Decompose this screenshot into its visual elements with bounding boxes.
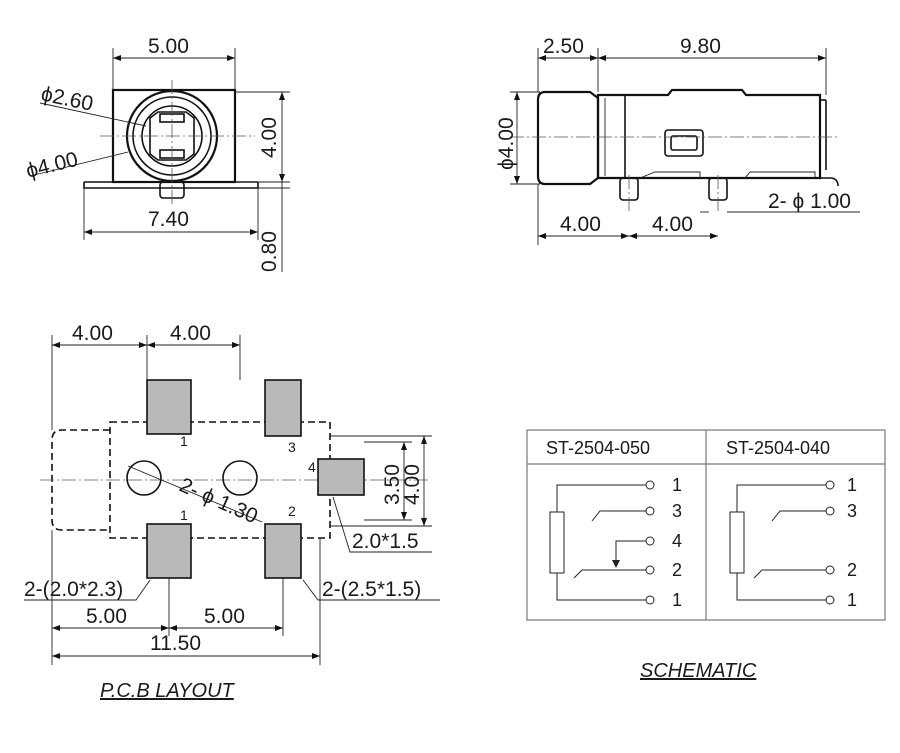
side-dim-dia: ϕ4.00 [495,117,518,170]
pcb-pad-top-1 [146,379,192,435]
pcb-hole-1 [126,460,162,496]
front-flange [83,182,259,189]
side-view: 2.50 9.80 ϕ4.00 4.00 4.00 2- ϕ 1.00 [495,35,860,245]
schematic-040-pin: 2 [847,560,857,580]
pcb-pin-label: 3 [288,439,296,455]
pcb-dim-overall: 11.50 [150,632,201,655]
pcb-pin-label: 2 [288,503,296,519]
pcb-pad-top-3 [264,379,302,437]
pcb-dim-holes: 2- ϕ 1.30 [176,474,261,529]
side-window [664,129,704,157]
pcb-pad-4 [317,458,365,496]
schematic-model-040: ST-2504-040 [726,438,830,458]
schematic-050-pin: 3 [672,501,682,521]
pcb-pin-label: 1 [180,507,188,523]
schematic-caption: SCHEMATIC [640,660,757,682]
schematic: ST-2504-050 ST-2504-040 1 3 4 2 1 [526,429,886,682]
pcb-dim-h1: 3.50 [381,464,404,505]
pcb-hole-2 [222,460,258,496]
schematic-model-050: ST-2504-050 [546,438,650,458]
schematic-040-pin: 1 [847,590,857,610]
pcb-pin-label: 4 [308,459,316,475]
pcb-pad-bottom-1 [146,523,192,579]
side-dim-front: 2.50 [543,35,584,58]
schematic-050-pin: 2 [672,560,682,580]
front-view: 5.00 ϕ2.60 ϕ4.00 4.00 7.40 0.80 [24,35,290,272]
front-dim-base: 0.80 [258,231,281,272]
side-dim-pin2: 4.00 [652,213,693,236]
pcb-body-outline [109,421,331,539]
schematic-050-pin: 1 [672,590,682,610]
pcb-dim-pads-left: 2-(2.0*2.3) [24,578,123,601]
schematic-050-sleeve [549,511,565,574]
front-dim-width: 5.00 [148,35,189,58]
schematic-040-sleeve [729,511,745,574]
schematic-040-pin: 1 [847,475,857,495]
schematic-050-pin: 4 [672,531,682,551]
side-front-barrel [536,90,600,186]
pcb-pad-bottom-2 [264,523,302,579]
front-dim-overall-width: 7.40 [148,208,189,231]
schematic-040-pin: 3 [847,501,857,521]
schematic-050-circuit: 1 3 4 2 1 [549,475,682,610]
pcb-dim-bottom-2: 5.00 [204,605,245,628]
pcb-dim-pads-right: 2-(2.5*1.5) [322,578,421,601]
pcb-dim-bottom-1: 5.00 [86,605,127,628]
front-dim-inner-dia: ϕ2.60 [39,82,95,115]
pcb-pin-label: 1 [180,433,188,449]
pcb-layout: 1 3 4 1 2 4.00 4.00 2- ϕ 1.30 3.50 4.00 … [24,322,440,702]
front-dim-height: 4.00 [258,117,281,158]
pcb-dim-h2: 4.00 [401,464,424,505]
side-dim-pin1: 4.00 [560,213,601,236]
schematic-050-pin: 1 [672,475,682,495]
side-dim-pins: 2- ϕ 1.00 [768,190,851,213]
front-socket-contacts [149,111,195,161]
pcb-dim-top-2: 4.00 [170,322,211,345]
schematic-040-circuit: 1 3 2 1 [729,475,857,610]
side-body [596,88,822,180]
pcb-dim-top-1: 4.00 [72,322,113,345]
pcb-layout-caption: P.C.B LAYOUT [100,680,236,702]
pcb-dim-pad4: 2.0*1.5 [352,530,419,553]
front-dim-outer-dia: ϕ4.00 [24,148,81,183]
side-dim-length: 9.80 [680,35,721,58]
